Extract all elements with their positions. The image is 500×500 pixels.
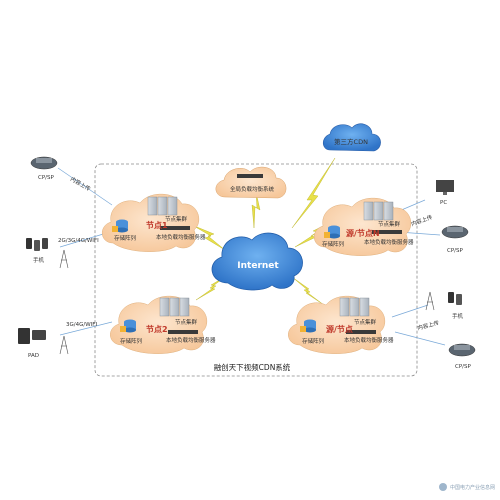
phone-r-icon: [448, 292, 454, 303]
watermark-label: 中国电力产业信息网: [450, 484, 495, 491]
tower-l-icon: [59, 249, 69, 269]
pad-icon: [18, 328, 30, 344]
tower-r-icon: [425, 291, 435, 311]
node1-storage-icon: [112, 219, 128, 233]
upload-r-label: 内容上传: [410, 213, 434, 228]
tower-pad-icon: [59, 335, 69, 355]
node1-server-cluster: [147, 196, 178, 216]
noden-server-cluster: [363, 201, 394, 221]
internet-label: Internet: [237, 261, 279, 271]
noden-storage-icon: [324, 225, 340, 239]
client-pad: PAD 3G/4G/WIFI: [18, 322, 97, 359]
client-phone-r: 手机: [425, 291, 464, 320]
noden-lb-server: [372, 230, 402, 234]
node2-label: 节点2: [146, 324, 168, 334]
nodesrc-server-label: 本地负载均衡服务器: [344, 336, 394, 344]
phone-l-label: 手机: [33, 256, 45, 264]
noden-label: 源/节点N: [346, 228, 380, 238]
link-cpsp-tl: [57, 167, 113, 206]
internet-cloud: Internet: [211, 232, 303, 291]
noden-server-label: 本地负载均衡服务器: [364, 238, 414, 246]
link-internet-thirdcdn: [291, 157, 336, 229]
watermark-logo-icon: [439, 483, 447, 491]
client-phone-l: 手机 2G/3G/4G/WIFI: [26, 238, 99, 269]
node1: 节点1 节点集群 存储阵列 本地负载均衡服务器: [102, 193, 206, 252]
pc-label: PC: [440, 200, 447, 206]
client-cpsp-tl: CP/SP 内容上传: [30, 156, 92, 193]
link-internet-nodesrc: [291, 276, 325, 306]
cpsp-r-label: CP/SP: [447, 248, 464, 254]
node-n: 源/节点N 节点集群 存储阵列 本地负载均衡服务器: [314, 197, 414, 256]
pc-icon: [436, 180, 454, 192]
wireless-pad-label: 3G/4G/WIFI: [66, 322, 97, 328]
system-boundary: [94, 163, 418, 377]
link-pad: [59, 321, 113, 336]
nodesrc-server-cluster: [339, 297, 370, 317]
link-phone-r: [391, 304, 429, 318]
link-cpsp-br: [394, 331, 446, 346]
wireless-l-label: 2G/3G/4G/WIFI: [58, 238, 99, 244]
node-src: 源/节点 节点集群 存储阵列 本地负载均衡服务器: [288, 295, 394, 354]
global-lb-label: 全局负载均衡系统: [230, 185, 275, 193]
client-cpsp-br: CP/SP 内容上传: [416, 318, 476, 370]
node2-server-label: 本地负载均衡服务器: [166, 336, 216, 344]
pad-label: PAD: [28, 353, 39, 359]
node2-storage-icon: [120, 319, 136, 333]
link-phone-l: [59, 231, 111, 248]
node2-storage-label: 存储阵列: [120, 337, 143, 345]
node2-cluster-label: 节点集群: [175, 318, 198, 326]
cpsp-tl-label: CP/SP: [38, 175, 55, 181]
node1-server-label: 本地负载均衡服务器: [156, 233, 206, 241]
upload-br-label: 内容上传: [416, 318, 440, 332]
global-lb-server: [237, 174, 263, 178]
system-title: 融创天下视频CDN系统: [214, 362, 291, 372]
node1-lb-server: [160, 226, 190, 230]
node1-cluster-label: 节点集群: [165, 215, 188, 223]
nodesrc-label: 源/节点: [326, 324, 353, 334]
watermark: 中国电力产业信息网: [439, 483, 495, 491]
node1-label: 节点1: [146, 220, 168, 230]
upload-tl-label: 内容上传: [69, 175, 92, 193]
nodesrc-storage-label: 存储阵列: [302, 337, 325, 345]
link-internet-node2: [195, 274, 229, 301]
nodesrc-cluster-label: 节点集群: [354, 318, 377, 326]
noden-storage-label: 存储阵列: [322, 240, 345, 248]
node2-server-cluster: [159, 297, 190, 317]
phone-r-label: 手机: [452, 312, 464, 320]
node2: 节点2 节点集群 存储阵列 本地负载均衡服务器: [110, 295, 216, 354]
phone-l-icon: [26, 238, 32, 249]
third-party-cdn-cloud: 第三方CDN: [322, 123, 381, 152]
node1-storage-label: 存储阵列: [114, 234, 137, 242]
global-lb-cloud: 全局负载均衡系统: [215, 166, 287, 199]
node2-lb-server: [168, 330, 198, 334]
nodesrc-storage-icon: [300, 319, 316, 333]
noden-cluster-label: 节点集群: [378, 220, 401, 228]
client-pc: PC: [436, 180, 454, 206]
nodesrc-lb-server: [346, 330, 376, 334]
cpsp-br-label: CP/SP: [455, 364, 472, 370]
third-party-cdn-label: 第三方CDN: [334, 137, 368, 146]
